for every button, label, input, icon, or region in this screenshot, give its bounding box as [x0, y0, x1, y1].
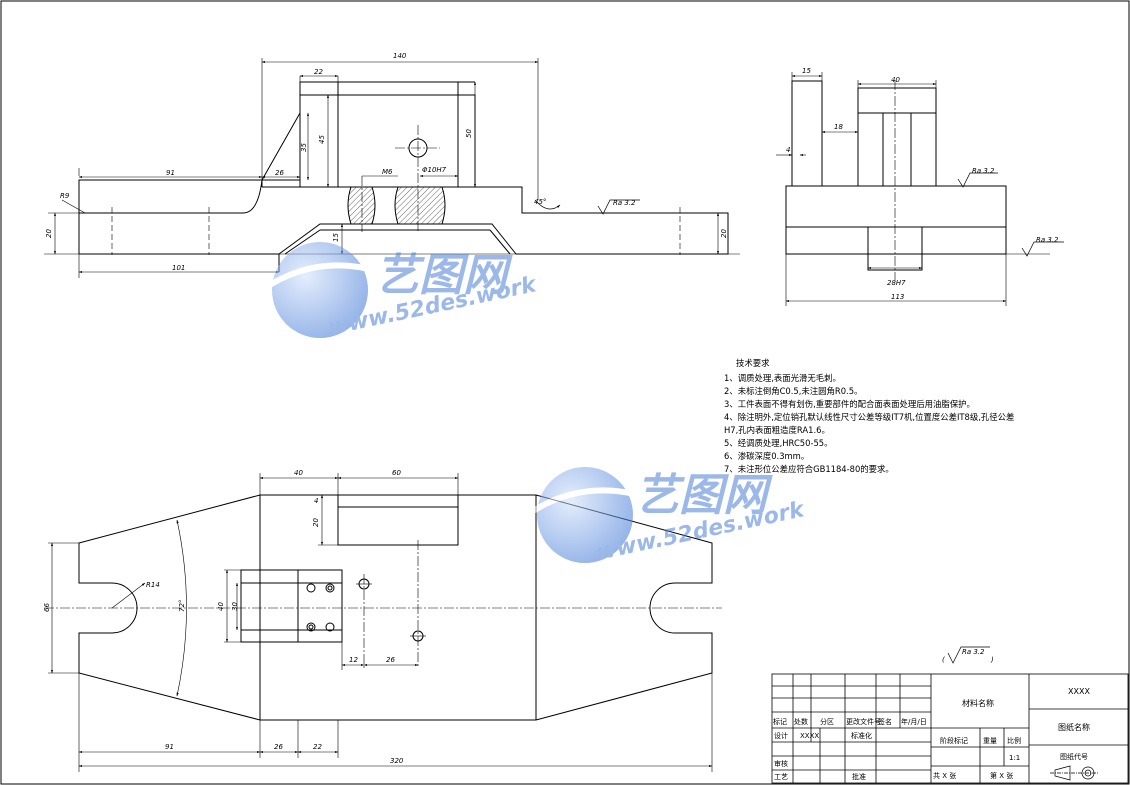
- plan-dim-4: 4: [314, 497, 318, 505]
- roughness-bracket-left: (: [942, 656, 945, 664]
- side-dim-18: 18: [834, 123, 843, 131]
- tb-total-sheets: 共 X 张: [933, 771, 956, 780]
- note-line-6: 5、经调质处理,HRC50-55。: [724, 438, 833, 448]
- tb-drawing-name: 图纸名称: [1058, 722, 1090, 732]
- dim-r9: R9: [60, 192, 70, 200]
- dim-15: 15: [332, 233, 340, 242]
- note-line-8: 7、未注形位公差应符合GB1184-80的要求。: [724, 464, 894, 474]
- note-line-2: 2、未标注倒角C0.5,未注圆角R0.5。: [724, 386, 862, 396]
- projection-symbol-icon: [1050, 765, 1098, 781]
- side-roughness-1: Ra 3.2: [972, 167, 995, 175]
- dim-35: 35: [300, 143, 308, 152]
- plan-dim-40-vert: 40: [217, 602, 225, 611]
- tb-date: 年/月/日: [901, 717, 927, 726]
- dim-50: 50: [465, 129, 473, 138]
- tb-zone: 分区: [820, 717, 834, 726]
- general-roughness: ( Ra 3.2 ): [942, 646, 994, 664]
- watermark-cn-2: 艺图网: [635, 470, 773, 521]
- tb-design-value: XXXX: [800, 732, 819, 740]
- tb-standard: 标准化: [851, 731, 872, 740]
- tb-count: 处数: [794, 717, 808, 726]
- front-view-dims: 140 22 91 26 45 35 50 M6 Φ10H7 R9 20 101…: [45, 52, 728, 272]
- roughness-bracket-right: ): [990, 656, 994, 664]
- note-line-5: H7,孔内表面粗造度RA1.6。: [724, 425, 830, 435]
- dim-140: 140: [393, 52, 407, 60]
- side-view-dims: 15 40 18 4 28H7 113 Ra 3.2 Ra 3.2: [786, 67, 1059, 301]
- front-view: [44, 58, 740, 278]
- tb-scale: 比例: [1007, 736, 1021, 745]
- side-dim-113: 113: [891, 293, 904, 301]
- watermark-2: 艺图网 www.52des.work: [525, 467, 808, 566]
- tb-sign: 签名: [878, 717, 892, 726]
- dim-45: 45: [318, 135, 326, 144]
- watermark-1: 艺图网 www.52des.work: [260, 242, 540, 341]
- tb-review: 审核: [774, 759, 788, 768]
- dim-angle: 45°: [534, 198, 546, 206]
- tb-sheet-number: 第 X 张: [990, 771, 1013, 780]
- title-block-text: 标记 处数 分区 更改文件号 签名 年/月/日 设计 XXXX 标准化 审核 工…: [773, 687, 1098, 781]
- plan-view: [44, 473, 722, 772]
- plan-dim-66: 66: [43, 603, 51, 612]
- note-line-3: 3、工件表面不得有划伤,重要部件的配合面表面处理后用油脂保护。: [724, 399, 975, 409]
- notes-title: 技术要求: [736, 358, 770, 368]
- technical-notes: 技术要求 1、调质处理,表面光滑无毛刺。 2、未标注倒角C0.5,未注圆角R0.…: [724, 358, 1014, 474]
- dim-22: 22: [314, 68, 323, 76]
- dim-91: 91: [166, 169, 175, 177]
- plan-dim-20: 20: [312, 518, 320, 527]
- plan-dim-26-b: 26: [274, 743, 283, 751]
- plan-dim-r14: R14: [146, 581, 160, 589]
- roughness-front: Ra 3.2: [613, 199, 636, 207]
- dim-20-left: 20: [45, 229, 53, 238]
- plan-dim-22: 22: [313, 743, 322, 751]
- note-line-4: 4、除注明外,定位销孔默认线性尺寸公差等级IT7机,位置度公差IT8级,孔径公差: [724, 412, 1014, 422]
- tb-material: 材料名称: [962, 698, 994, 708]
- dim-101: 101: [172, 264, 185, 272]
- plan-dim-12: 12: [349, 656, 358, 664]
- tb-change-doc: 更改文件号: [846, 717, 881, 726]
- roughness-general-text: Ra 3.2: [962, 648, 985, 656]
- tb-scale-value: 1:1: [1009, 754, 1020, 762]
- plan-dim-320: 320: [390, 757, 404, 765]
- plan-dim-60: 60: [392, 469, 401, 477]
- tb-approve: 批准: [852, 772, 866, 781]
- tb-stage: 阶段标记: [940, 736, 968, 745]
- plan-dim-91: 91: [165, 743, 174, 751]
- tb-mark: 标记: [773, 717, 787, 726]
- side-dim-40: 40: [891, 76, 900, 84]
- dim-phi10h7: Φ10H7: [422, 166, 447, 174]
- note-line-7: 6、渗碳深度0.3mm。: [724, 451, 809, 461]
- tb-weight: 重量: [983, 737, 997, 745]
- side-roughness-2: Ra 3.2: [1036, 236, 1059, 244]
- tb-company: XXXX: [1068, 687, 1090, 696]
- dim-26: 26: [275, 169, 284, 177]
- side-view: [776, 72, 1064, 306]
- tb-design: 设计: [774, 731, 788, 740]
- side-dim-4: 4: [786, 146, 790, 154]
- tb-process: 工艺: [774, 773, 788, 781]
- plan-dim-26-a: 26: [386, 656, 395, 664]
- plan-view-dims: 40 60 4 20 R14 66 72° 40 30 12 26 91 26 …: [43, 469, 404, 765]
- dim-20-right: 20: [720, 229, 728, 238]
- side-dim-15: 15: [802, 67, 811, 75]
- side-dim-28h7: 28H7: [887, 279, 906, 287]
- plan-dim-30: 30: [231, 602, 239, 611]
- dim-m6: M6: [382, 168, 393, 176]
- tb-drawing-code: 图纸代号: [1060, 752, 1088, 761]
- plan-dim-40: 40: [294, 469, 303, 477]
- plan-dim-72deg: 72°: [178, 600, 186, 612]
- note-line-1: 1、调质处理,表面光滑无毛刺。: [724, 373, 841, 383]
- title-block: [771, 673, 1129, 784]
- watermark-cn-1: 艺图网: [375, 250, 513, 301]
